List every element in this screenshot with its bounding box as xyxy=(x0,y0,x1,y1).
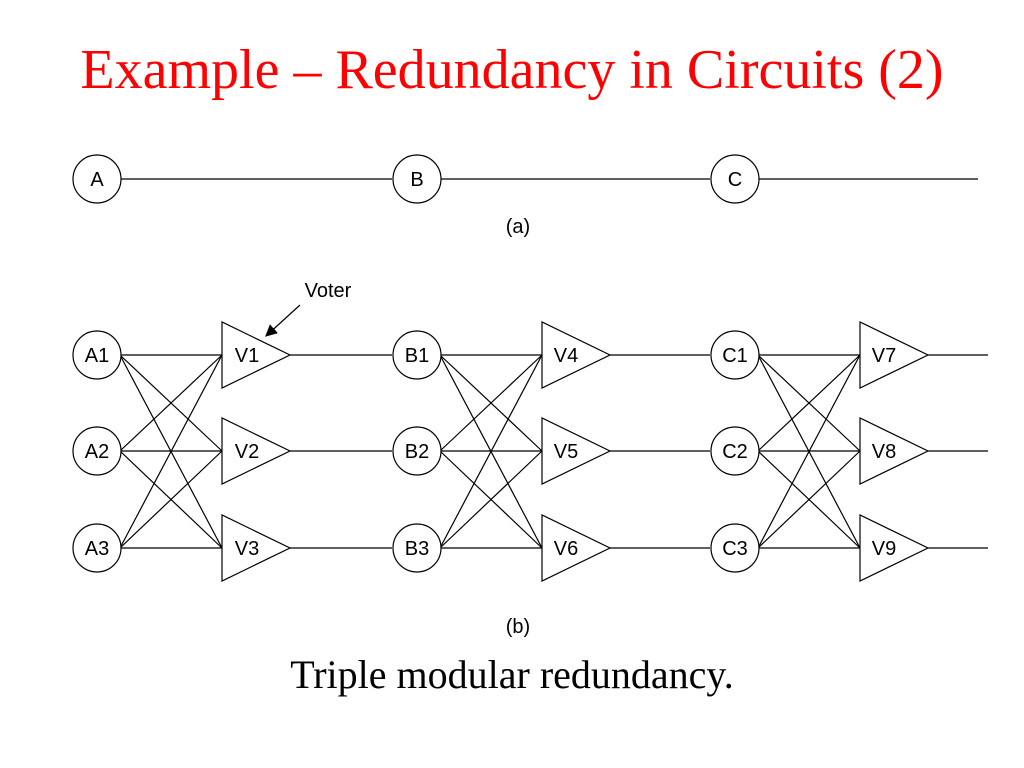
voter-v5 xyxy=(541,417,612,485)
module-a1-label: A1 xyxy=(85,345,109,367)
module-c2 xyxy=(710,426,760,476)
module-c2-label: C2 xyxy=(722,441,748,463)
module-c3-label: C3 xyxy=(722,538,748,560)
module-a3 xyxy=(72,523,122,573)
voter-v5-label: V5 xyxy=(554,441,578,463)
module-b1-label: B1 xyxy=(405,345,429,367)
wire xyxy=(119,354,223,549)
stage-1-wires xyxy=(119,354,392,549)
voter-v2 xyxy=(221,417,292,485)
wire xyxy=(439,450,543,549)
stage-2-wires xyxy=(439,354,710,549)
module-b2-label: B2 xyxy=(405,441,429,463)
module-a xyxy=(72,154,122,204)
slide-title: Example – Redundancy in Circuits (2) xyxy=(80,39,944,101)
voter-v6 xyxy=(541,514,612,582)
module-c-label: C xyxy=(728,169,742,191)
module-b xyxy=(392,154,442,204)
slide-caption: Triple modular redundancy. xyxy=(290,652,734,697)
voter-v1 xyxy=(221,321,292,389)
module-b3-label: B3 xyxy=(405,538,429,560)
module-b2 xyxy=(392,426,442,476)
voter-v6-label: V6 xyxy=(554,538,578,560)
module-a2 xyxy=(72,426,122,476)
voter-v7-label: V7 xyxy=(872,345,896,367)
module-b1 xyxy=(392,330,442,380)
module-a2-label: A2 xyxy=(85,441,109,463)
module-c3 xyxy=(710,523,760,573)
module-c xyxy=(710,154,760,204)
voter-v3-label: V3 xyxy=(235,538,259,560)
wire xyxy=(757,354,861,549)
diagram-a: A B C (a) xyxy=(72,154,978,238)
module-a1 xyxy=(72,330,122,380)
wire xyxy=(757,354,861,452)
wire xyxy=(439,354,543,452)
voter-v2-label: V2 xyxy=(235,441,259,463)
voter-v4-label: V4 xyxy=(554,345,578,367)
module-b3 xyxy=(392,523,442,573)
module-c1 xyxy=(710,330,760,380)
wire xyxy=(119,354,223,452)
voter-v7 xyxy=(859,321,930,389)
voter-v4 xyxy=(541,321,612,389)
module-c1-label: C1 xyxy=(722,345,748,367)
voter-v8 xyxy=(859,417,930,485)
module-a3-label: A3 xyxy=(85,538,109,560)
diagram-b-label: (b) xyxy=(506,616,530,638)
wire xyxy=(757,450,861,549)
voter-v9-label: V9 xyxy=(872,538,896,560)
module-a-label: A xyxy=(90,169,104,191)
wire xyxy=(439,354,543,549)
voter-v1-label: V1 xyxy=(235,345,259,367)
voter-annotation: Voter xyxy=(305,280,352,302)
diagram-a-label: (a) xyxy=(506,216,530,238)
voter-v3 xyxy=(221,514,292,582)
module-b-label: B xyxy=(410,169,423,191)
diagram-b: A1 A2 A3 V1 V2 V3 B1 B2 B3 V4 V5 xyxy=(72,280,988,638)
stage-3-wires xyxy=(757,354,988,549)
voter-arrow xyxy=(265,304,301,337)
voter-v9 xyxy=(859,514,930,582)
voter-v8-label: V8 xyxy=(872,441,896,463)
wire xyxy=(119,450,223,549)
